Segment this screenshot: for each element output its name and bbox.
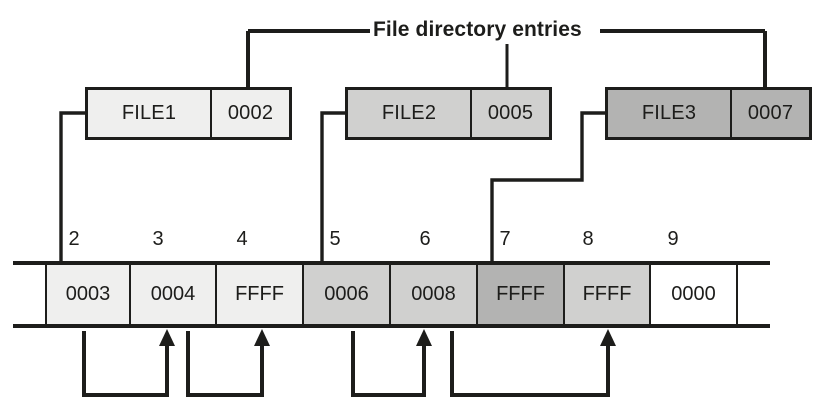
fat-index-label-6: 6 <box>419 228 431 250</box>
directory-entry-file1-name: FILE1 <box>88 90 212 137</box>
chain-link-6-to-8 <box>450 331 610 397</box>
file3-to-cluster7-connector <box>490 111 605 263</box>
directory-entry-file1[interactable]: FILE1 0002 <box>85 87 292 140</box>
directory-entry-file1-cluster: 0002 <box>227 102 274 124</box>
file1-to-cluster2-connector <box>59 111 85 263</box>
fat-cell-8[interactable]: FFFF <box>565 265 651 324</box>
fat-index-label-3: 3 <box>152 228 164 250</box>
fat-cell-2[interactable]: 0003 <box>45 265 131 324</box>
diagram-title: File directory entries <box>373 18 582 41</box>
fat-cell-5[interactable]: 0006 <box>304 265 391 324</box>
arrowhead-into-cluster8 <box>600 329 616 346</box>
fat-index-label-5: 5 <box>329 228 341 250</box>
fat-cell-4[interactable]: FFFF <box>217 265 304 324</box>
fat-cell-9[interactable]: 0000 <box>651 265 738 324</box>
arrowhead-into-cluster6 <box>416 329 432 346</box>
fat-index-label-7: 7 <box>499 228 511 250</box>
fat-index-label-2: 2 <box>68 228 80 250</box>
directory-entry-file2-cluster: 0005 <box>487 102 534 124</box>
fat-table: 0003 0004 FFFF 0006 0008 FFFF FFFF 0000 <box>13 261 770 328</box>
directory-entry-file3[interactable]: FILE3 0007 <box>605 87 812 140</box>
chain-link-2-to-3 <box>82 331 169 397</box>
fat-cell-6[interactable]: 0008 <box>391 265 478 324</box>
directory-entry-file2[interactable]: FILE2 0005 <box>345 87 552 140</box>
directory-entry-file3-name: FILE3 <box>608 90 732 137</box>
file2-to-cluster5-connector <box>320 111 345 263</box>
fat-index-label-4: 4 <box>236 228 248 250</box>
arrowhead-into-cluster4 <box>254 329 270 346</box>
arrowhead-into-cluster3 <box>159 329 175 346</box>
directory-entry-file2-name: FILE2 <box>348 90 472 137</box>
chain-link-3-to-4 <box>186 331 264 397</box>
chain-link-5-to-6 <box>351 331 426 397</box>
fat-index-label-9: 9 <box>667 228 679 250</box>
directory-entry-file3-cluster: 0007 <box>747 102 794 124</box>
fat-cell-7[interactable]: FFFF <box>478 265 565 324</box>
fat-cell-3[interactable]: 0004 <box>131 265 217 324</box>
fat-index-label-8: 8 <box>582 228 594 250</box>
